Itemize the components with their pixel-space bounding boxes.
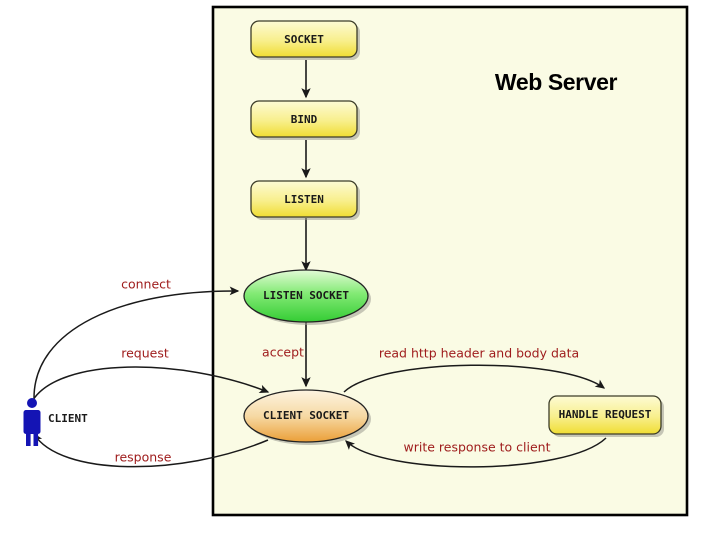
node-handle-request-label: HANDLE REQUEST [559, 408, 652, 421]
person-icon[interactable] [23, 398, 41, 446]
node-socket-shape [250, 20, 358, 58]
edge-connect-label: connect [121, 277, 171, 292]
node-handle-request[interactable]: HANDLE REQUEST [548, 395, 664, 437]
node-bind-label: BIND [291, 113, 318, 126]
node-listen-shape [250, 180, 358, 218]
edge-read-label: read http header and body data [379, 346, 579, 361]
node-listen-socket-shape [243, 269, 369, 323]
edge-read-path [343, 364, 606, 393]
node-bind[interactable]: BIND [250, 100, 360, 140]
node-bind-shape [250, 100, 358, 138]
node-socket[interactable]: SOCKET [250, 20, 360, 60]
edge-request-path [32, 366, 270, 401]
actor-client-label: CLIENT [48, 412, 88, 425]
node-socket-label: SOCKET [284, 33, 324, 46]
edge-response-label: response [115, 450, 172, 465]
edge-request-label: request [121, 346, 169, 361]
edge-accept-label: accept [262, 345, 304, 360]
node-client-socket-label: CLIENT SOCKET [263, 409, 349, 422]
node-handle-request-shape [548, 395, 662, 435]
node-listen[interactable]: LISTEN [250, 180, 360, 220]
edge-write-label: write response to client [403, 440, 550, 455]
node-client-socket-shape [243, 389, 369, 443]
edge-response-path [33, 432, 269, 468]
edge-connect-path [33, 286, 240, 399]
node-client-socket[interactable]: CLIENT SOCKET [243, 389, 371, 445]
node-listen-socket[interactable]: LISTEN SOCKET [243, 269, 371, 325]
edge-write-path [345, 437, 607, 468]
page-title: Web Server [495, 69, 618, 95]
node-listen-socket-label: LISTEN SOCKET [263, 289, 349, 302]
node-listen-label: LISTEN [284, 193, 324, 206]
